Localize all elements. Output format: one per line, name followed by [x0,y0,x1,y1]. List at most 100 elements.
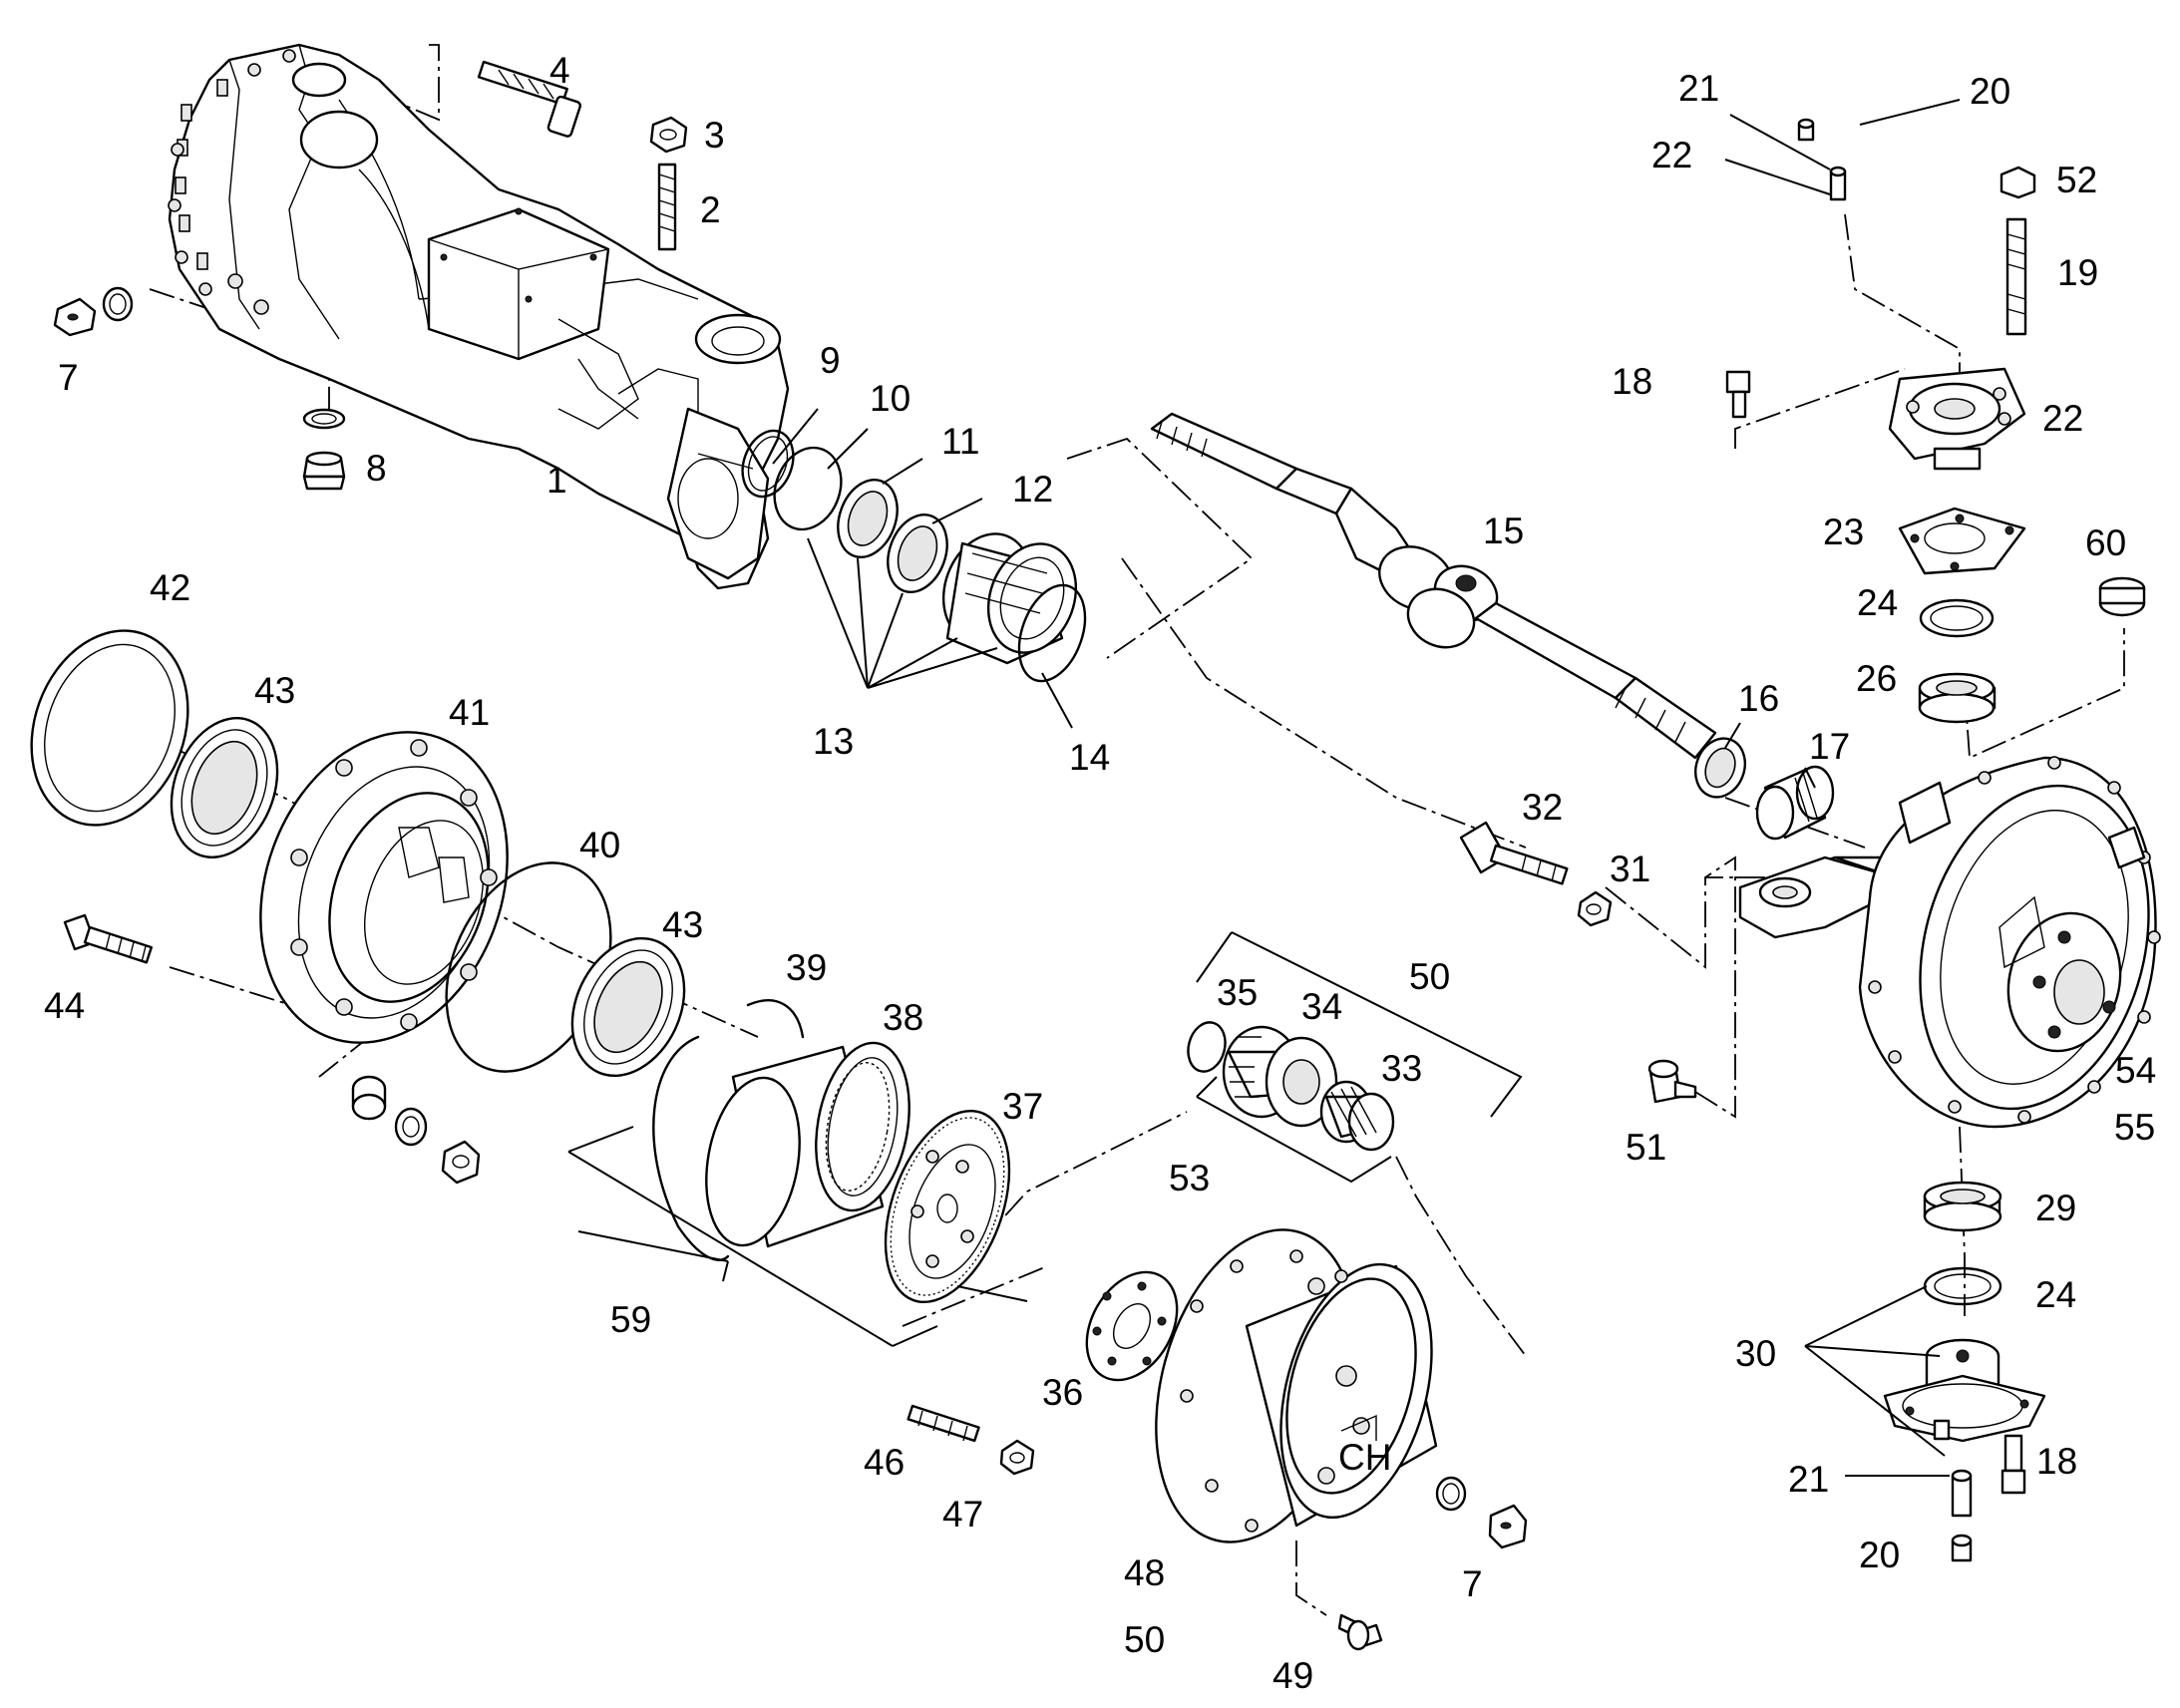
seal-icon-12 [887,513,948,593]
callout-52: 52 [2056,160,2097,200]
nut-icon-31 [1577,890,1613,927]
callout-29: 29 [2035,1188,2076,1228]
callout-54: 54 [2115,1050,2156,1091]
flange-icon-22 [1888,367,2026,471]
callout-30: 30 [1735,1333,1776,1374]
grease-nipple-icon-21b [1951,1469,1973,1518]
steering-knuckle-icon [1738,756,2161,1129]
callout-32: 32 [1522,787,1563,828]
callout-labels: 1 2 3 4 7 8 9 10 11 12 13 14 15 16 17 18… [44,50,2156,1696]
callout-59: 59 [610,1299,651,1340]
stud-icon-44 [63,913,154,964]
planet-carrier-icon-37 [884,1109,1011,1304]
callout-1: 1 [546,460,567,501]
callout-44: 44 [44,985,85,1026]
bracket-59 [567,1126,938,1347]
callout-20-lower: 20 [1859,1535,1900,1575]
seal-icon-24a [1919,598,1995,638]
callout-53: 53 [1169,1158,1210,1198]
leader-11 [882,458,923,485]
grease-nipple-icon-20a [1797,118,1815,142]
bolt-icon-32 [1459,821,1569,885]
snap-ring-icon-35 [1187,1021,1227,1073]
leader-17 [1804,767,1816,789]
callout-42: 42 [150,567,190,608]
callout-11: 11 [941,421,979,462]
washer-icon-23 [1898,507,2026,575]
seal-icon-42 [30,629,189,827]
nut-icon-3 [649,116,688,154]
callout-7-lower: 7 [1462,1563,1483,1604]
callout-22-flange: 22 [2042,398,2083,439]
callout-39: 39 [786,947,827,988]
bearing-icon-33 [1319,1080,1395,1152]
callout-18-lower: 18 [2036,1441,2077,1482]
ring-gear-icon-38 [705,1041,910,1248]
drive-shaft-icon-15 [1150,412,1717,760]
callout-55: 55 [2114,1107,2155,1148]
nut-icon-47 [999,1439,1035,1476]
stud-icon-46 [907,1404,980,1443]
plug-icon-8 [302,451,346,491]
bushing-icon-13 [941,532,1078,665]
plug-icon-7b [1488,1504,1528,1549]
callout-41: 41 [449,692,490,733]
leader-10 [827,428,869,470]
bearing-icon-17 [1755,765,1835,841]
callout-24-lower: 24 [2035,1274,2076,1315]
bolt-icon-4 [477,60,581,138]
callout-24: 24 [1857,582,1898,623]
callout-9: 9 [820,340,841,381]
axle-housing-icon [168,43,790,590]
callout-43-inner: 43 [662,904,703,945]
bracket-53 [1196,1096,1392,1184]
nut-icon-52 [1999,166,2036,199]
leader-20a [1859,99,1961,126]
callout-15: 15 [1483,511,1524,551]
callout-21: 21 [1678,68,1719,109]
callout-34: 34 [1301,986,1342,1027]
leader-9 [772,408,819,465]
leader-13 [807,537,998,689]
leader-21a [1729,114,1831,171]
bearing-icon-29 [1923,1181,2002,1232]
stud-icon-19 [2005,217,2027,336]
callout-43: 43 [254,670,295,711]
bracket-59b [956,1285,1028,1302]
callout-8: 8 [366,448,387,489]
bearing-icon-43a [170,717,279,858]
callout-37: 37 [1002,1086,1043,1127]
bolt-icon-49 [1337,1613,1383,1651]
wheel-hub-cover-icon-48: CH [1155,1228,1438,1543]
callout-26: 26 [1856,658,1897,699]
callout-49: 49 [1272,1655,1313,1696]
bearing-icon-26 [1918,672,1997,724]
callout-33: 33 [1381,1048,1422,1089]
plug-icon-7 [53,297,97,337]
callout-12: 12 [1012,469,1053,510]
leader-14 [1041,672,1073,729]
callout-10: 10 [870,378,910,419]
snap-ring-icon-9 [741,429,795,499]
leader-30 [1804,1285,1946,1457]
seal-icon-11 [837,479,899,558]
leader-12 [931,498,983,524]
callout-47: 47 [942,1494,983,1535]
bracket-50a [1196,931,1523,1118]
callout-4: 4 [549,50,570,91]
planet-gear-icon-34 [1222,1025,1338,1128]
callout-50-lower: 50 [1124,1619,1165,1660]
leader-22a [1724,159,1831,195]
callout-35: 35 [1217,972,1258,1013]
bolt-icon-18a [1725,370,1751,419]
callout-31: 31 [1610,849,1650,889]
callout-22: 22 [1651,135,1692,175]
callout-23: 23 [1823,512,1864,552]
bracket-50a-left [1196,1076,1218,1098]
seal-icon-24b [1923,1266,2002,1306]
callout-18: 18 [1612,361,1652,402]
callout-16: 16 [1738,678,1779,719]
callout-21-lower: 21 [1788,1459,1829,1500]
grease-nipple-icon-22a [1829,166,1847,201]
